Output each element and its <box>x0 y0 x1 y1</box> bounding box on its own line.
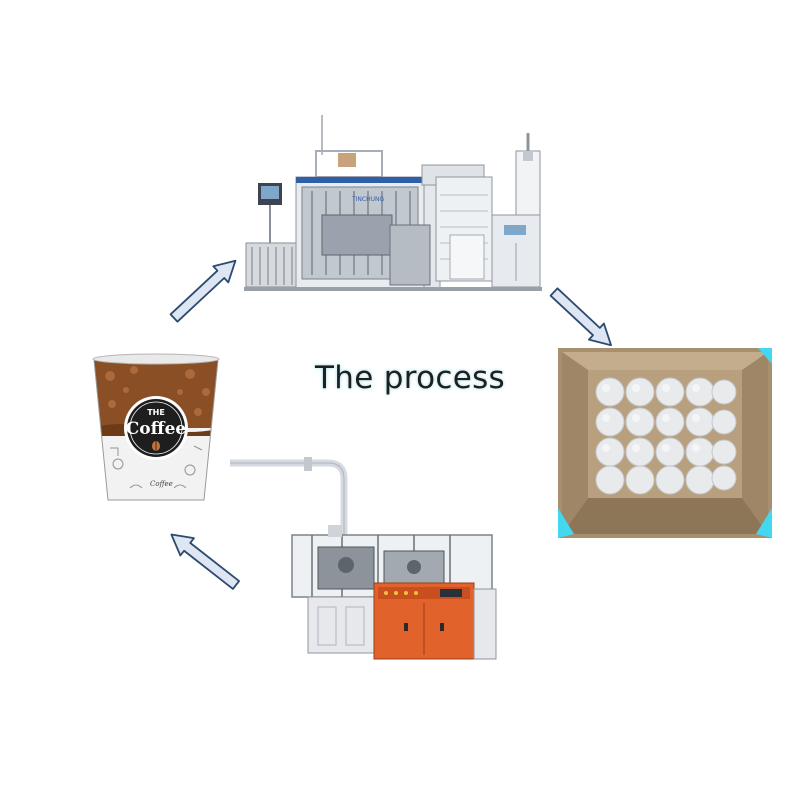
cup-script-text: Coffee <box>150 480 173 488</box>
cup-forming-machine-image <box>230 457 497 660</box>
machine-brand-label: TINCHUNG <box>351 196 385 203</box>
thermoforming-machine-image: TINCHUNG <box>244 115 542 291</box>
packed-lids-box-image <box>558 348 772 538</box>
cup-logo-top-text: THE <box>147 408 165 417</box>
diagram-title: The process <box>315 360 505 396</box>
coffee-cup-image: THE Coffee Coffee <box>92 353 220 501</box>
cup-logo-main-text: Coffee <box>126 419 187 439</box>
